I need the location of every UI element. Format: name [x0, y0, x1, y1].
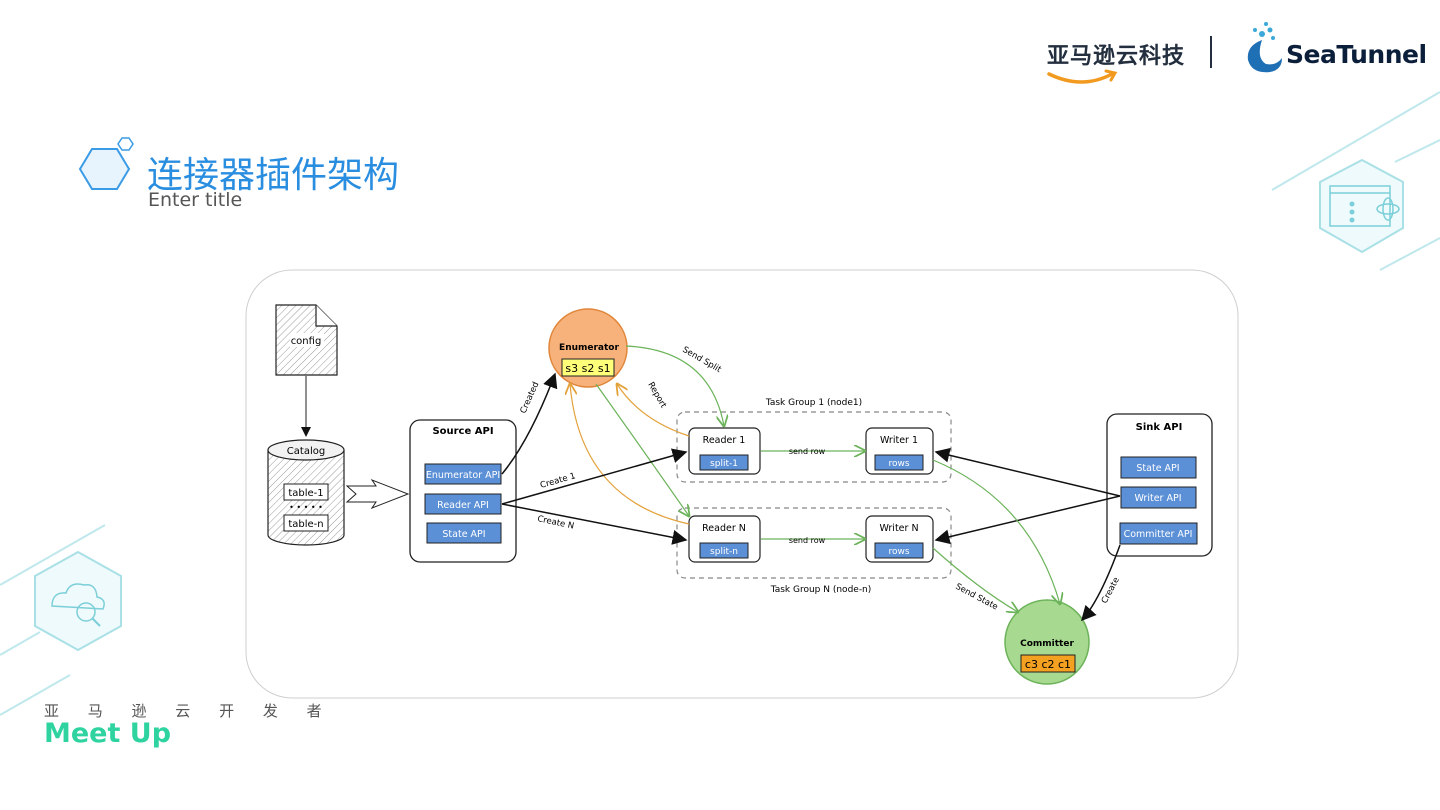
- send-row-1-label: send row: [789, 447, 826, 456]
- catalog-cylinder: Catalog table-1 • • • • • table-n: [267, 439, 345, 546]
- committer-api-label: Committer API: [1124, 529, 1193, 540]
- reader-n-label: Reader N: [702, 523, 746, 534]
- task-group-1: Task Group 1 (node1) Reader 1 split-1 Wr…: [676, 398, 952, 483]
- page-title: 连接器插件架构: [147, 155, 400, 196]
- source-state-api-label: State API: [442, 529, 485, 540]
- committer-node: Committer c3 c2 c1: [1004, 599, 1090, 685]
- rows-1-label: rows: [888, 459, 909, 469]
- committer-title: Committer: [1020, 639, 1074, 649]
- seatunnel-logo-icon: [1247, 22, 1282, 73]
- tech-decor-right: [1271, 91, 1440, 271]
- sink-api-box: Sink API State API Writer API Committer …: [1106, 413, 1213, 557]
- catalog-label: Catalog: [287, 446, 325, 457]
- reader-api-label: Reader API: [437, 500, 489, 511]
- source-api-box: Source API Enumerator API Reader API Sta…: [409, 419, 517, 563]
- aws-brand-text: 亚马逊云科技: [1047, 44, 1186, 69]
- catalog-table-last: table-n: [288, 519, 323, 530]
- config-document: config: [275, 304, 338, 376]
- seatunnel-brand-text: SeaTunnel: [1286, 40, 1427, 69]
- catalog-dots: • • • • •: [289, 503, 323, 512]
- diagram-frame: [245, 269, 1239, 699]
- cloud-decor-left: [0, 524, 122, 716]
- task-group-n-label: Task Group N (node-n): [770, 585, 872, 595]
- enumerator-node: Enumerator s3 s2 s1: [548, 308, 628, 388]
- writer-api-label: Writer API: [1134, 493, 1181, 504]
- footer-developer-text: 亚 马 逊 云 开 发 者: [44, 702, 334, 720]
- enumerator-splits: s3 s2 s1: [565, 362, 610, 375]
- footer-meetup-logo: Meet Up: [44, 718, 172, 749]
- config-label: config: [291, 336, 322, 347]
- catalog-to-source-arrow: [345, 478, 410, 510]
- writer-n-label: Writer N: [879, 523, 918, 534]
- page-subtitle: Enter title: [148, 189, 243, 211]
- committer-commits: c3 c2 c1: [1025, 658, 1071, 671]
- enumerator-title: Enumerator: [559, 343, 619, 353]
- rows-n-label: rows: [888, 547, 909, 557]
- split-1-label: split-1: [710, 459, 738, 469]
- task-group-n: Task Group N (node-n) Reader N split-n W…: [676, 507, 952, 595]
- split-n-label: split-n: [710, 547, 738, 557]
- amazon-smile-icon: [1047, 69, 1118, 84]
- brand-divider: [1210, 36, 1212, 68]
- send-row-n-label: send row: [789, 536, 826, 545]
- enumerator-api-label: Enumerator API: [426, 470, 500, 481]
- reader-1-label: Reader 1: [703, 435, 746, 446]
- writer-1-label: Writer 1: [880, 435, 918, 446]
- sink-api-title: Sink API: [1136, 422, 1183, 433]
- catalog-table-first: table-1: [288, 488, 323, 499]
- hexagon-icon: [78, 137, 134, 190]
- source-api-title: Source API: [432, 426, 493, 437]
- sink-state-api-label: State API: [1136, 463, 1179, 474]
- task-group-1-label: Task Group 1 (node1): [765, 398, 862, 408]
